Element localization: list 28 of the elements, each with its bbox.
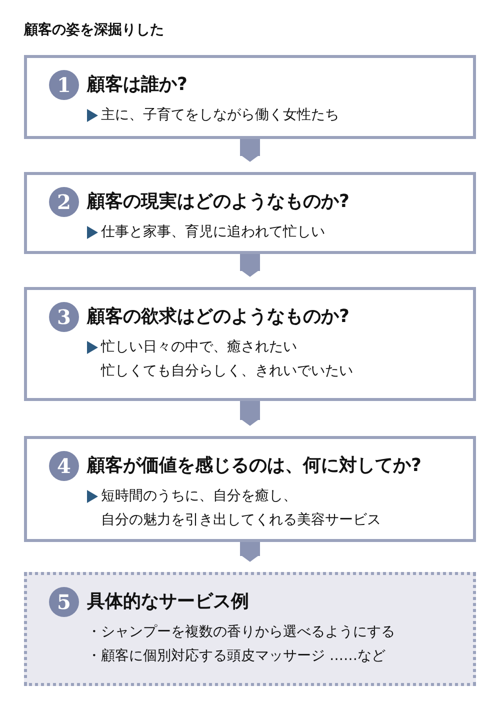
step-number: 5 xyxy=(49,587,79,617)
step-number: 2 xyxy=(49,187,79,217)
step-box xyxy=(24,436,476,542)
arrow xyxy=(240,139,260,162)
step-heading: 顧客の現実はどのようなものか? xyxy=(87,190,350,214)
step-heading: 顧客の欲求はどのようなものか? xyxy=(87,305,350,329)
step-box xyxy=(24,287,476,401)
step-heading: 具体的なサービス例 xyxy=(87,590,249,614)
body-text: 仕事と家事、育児に追われて忙しい xyxy=(101,223,325,242)
step-number: 3 xyxy=(49,302,79,332)
body-text: ・顧客に個別対応する頭皮マッサージ ……など xyxy=(87,647,386,666)
arrow xyxy=(240,401,260,426)
step-heading: 顧客が価値を感じるのは、何に対してか? xyxy=(87,454,422,478)
body-text: ・シャンプーを複数の香りから選べるようにする xyxy=(87,623,395,642)
body-text: 忙しい日々の中で、癒されたい xyxy=(101,338,297,357)
step-heading: 顧客は誰か? xyxy=(87,73,188,97)
body-text: 主に、子育てをしながら働く女性たち xyxy=(101,106,339,125)
heading: 顧客の姿を深掘りした xyxy=(24,20,164,40)
step-box xyxy=(24,55,476,139)
body-text: 忙しくても自分らしく、きれいでいたい xyxy=(101,362,353,381)
arrow xyxy=(240,542,260,562)
step-number: 4 xyxy=(49,451,79,481)
body-text: 自分の魅力を引き出してくれる美容サービス xyxy=(101,511,381,530)
step-box xyxy=(24,172,476,254)
arrow xyxy=(240,254,260,277)
step-box xyxy=(24,572,476,686)
step-number: 1 xyxy=(49,70,79,100)
body-text: 短時間のうちに、自分を癒し、 xyxy=(101,487,297,506)
